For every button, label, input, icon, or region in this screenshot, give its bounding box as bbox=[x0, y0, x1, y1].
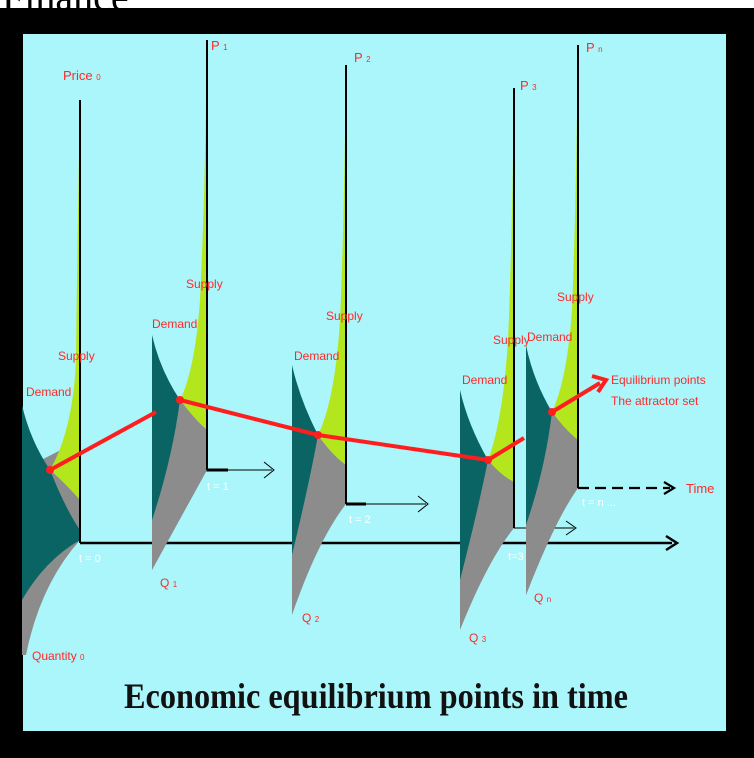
supply-curve-1 bbox=[180, 40, 207, 430]
price-label-1: P 1 bbox=[211, 38, 228, 53]
supply-label-2: Supply bbox=[326, 309, 363, 323]
equilibrium-path bbox=[49, 374, 610, 472]
time-label-3: t=3 bbox=[508, 551, 524, 563]
supply-curve-0 bbox=[50, 100, 80, 500]
equilibrium-label: Equilibrium points bbox=[611, 373, 706, 387]
quantity-label-3: Q 3 bbox=[469, 631, 487, 645]
future-time-arrowhead bbox=[663, 481, 677, 495]
market-slice-3 bbox=[460, 88, 515, 630]
demand-label-2: Demand bbox=[294, 349, 339, 363]
quantity-label-2: Q 2 bbox=[302, 611, 320, 625]
supply-label-n: Supply bbox=[557, 290, 594, 304]
demand-label-0: Demand bbox=[26, 385, 71, 399]
quantity-plane-2 bbox=[292, 435, 346, 615]
supply-curve-3 bbox=[488, 88, 514, 482]
market-slice-2 bbox=[292, 65, 347, 615]
supply-label-0: Supply bbox=[58, 349, 95, 363]
quantity-label-1: Q 1 bbox=[160, 576, 178, 590]
equilibrium-points bbox=[46, 396, 556, 474]
quantity-label-n: Q n bbox=[534, 591, 551, 605]
main-time-arrowhead bbox=[665, 534, 680, 552]
demand-label-n: Demand bbox=[527, 330, 572, 344]
supply-curve-n bbox=[552, 45, 578, 440]
price-label-0: Price 0 bbox=[63, 68, 101, 83]
time-label-2: t = 2 bbox=[349, 514, 371, 526]
market-slice-1 bbox=[152, 40, 208, 570]
diagram-title: Economic equilibrium points in time bbox=[124, 676, 628, 716]
demand-label-3: Demand bbox=[462, 373, 507, 387]
equilibrium-arrowhead bbox=[591, 374, 610, 394]
price-label-n: P n bbox=[586, 40, 603, 55]
time-label-1: t = 1 bbox=[207, 481, 229, 493]
time-label-n: t = n ... bbox=[582, 497, 616, 509]
demand-label-1: Demand bbox=[152, 317, 197, 331]
supply-label-1: Supply bbox=[186, 277, 223, 291]
time-label-0: t = 0 bbox=[79, 553, 101, 565]
diagram-panel bbox=[23, 34, 726, 731]
time-axis-label: Time bbox=[686, 481, 714, 496]
market-slice-0 bbox=[22, 100, 81, 655]
quantity-plane-1-lower bbox=[152, 400, 207, 570]
market-slice-n bbox=[526, 45, 579, 595]
supply-label-3: Supply bbox=[493, 333, 530, 347]
cut-off-header-word: Finance bbox=[2, 0, 129, 19]
attractor-set-label: The attractor set bbox=[611, 394, 699, 408]
price-label-2: P 2 bbox=[354, 50, 371, 65]
price-label-3: P 3 bbox=[520, 78, 537, 93]
demand-curve-0 bbox=[22, 405, 80, 600]
quantity-label-0: Quantity 0 bbox=[32, 649, 85, 663]
quantity-plane-3 bbox=[460, 460, 514, 630]
supply-curve-2 bbox=[318, 65, 346, 465]
supply-curve-0-lower bbox=[50, 470, 80, 530]
time-axes bbox=[80, 461, 680, 552]
